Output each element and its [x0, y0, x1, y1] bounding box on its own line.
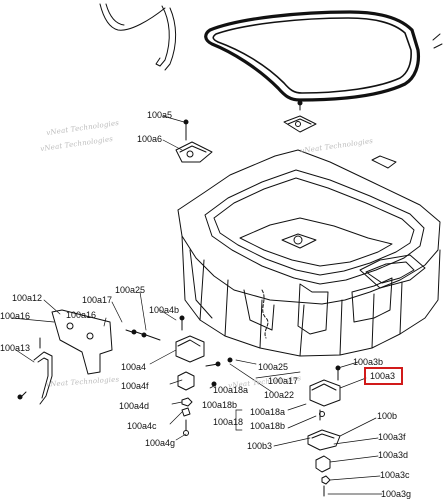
callout-label: 100a13: [0, 343, 31, 353]
callout-label: 100a18b: [202, 400, 238, 410]
left-latch-assembly: [175, 315, 205, 436]
callout-label: 100b: [377, 411, 398, 421]
callout-label: 100a3d: [378, 450, 409, 460]
callout-label: 100a4g: [145, 438, 176, 448]
callout-label: 100a18a: [213, 385, 249, 395]
callout-label: 100a18: [213, 417, 244, 427]
callout-label: 100a25: [258, 362, 289, 372]
callout-label: 100a12: [12, 293, 43, 303]
callout-label: 100a4: [121, 362, 147, 372]
callout-label: 100a3f: [378, 432, 406, 442]
right-latch-assembly: [307, 365, 341, 497]
callout-label: 100a4c: [127, 421, 157, 431]
callout-label: 100a3c: [380, 470, 410, 480]
callout-label: 100a16: [0, 311, 31, 321]
storage-box-part: [177, 149, 441, 357]
left-bracket-plate: [51, 309, 161, 375]
callout-label: 100a25: [115, 285, 146, 295]
left-strap-part: [17, 337, 53, 405]
highlighted-callout-label: 100a3: [370, 371, 396, 381]
highlighted-callout-box: [364, 367, 403, 385]
callout-label: 100a4b: [149, 305, 180, 315]
callout-label: 100a3b: [353, 357, 384, 367]
callout-label: 100a18a: [250, 407, 286, 417]
callout-label: 100a3g: [381, 489, 412, 499]
callout-label: 100a17: [82, 295, 113, 305]
leader-lines: [11, 115, 383, 495]
callout-label: 100a17: [268, 376, 299, 386]
callout-label: 100a18b: [250, 421, 286, 431]
callout-label: 100a5: [147, 110, 173, 120]
callout-label: 100a4d: [119, 401, 150, 411]
callout-label: 100a6: [137, 134, 163, 144]
upper-right-bracket: [283, 115, 397, 169]
center-screws: [205, 357, 233, 387]
callout-label: 100a16: [66, 310, 97, 320]
screw-part: [297, 99, 303, 111]
lid-seal-part: [204, 10, 443, 102]
callout-label: 100a22: [264, 390, 295, 400]
callout-label: 100b3: [247, 441, 273, 451]
strap-part: [99, 3, 177, 71]
bracket-100a6: [175, 119, 213, 163]
callout-label: 100a4f: [121, 381, 149, 391]
